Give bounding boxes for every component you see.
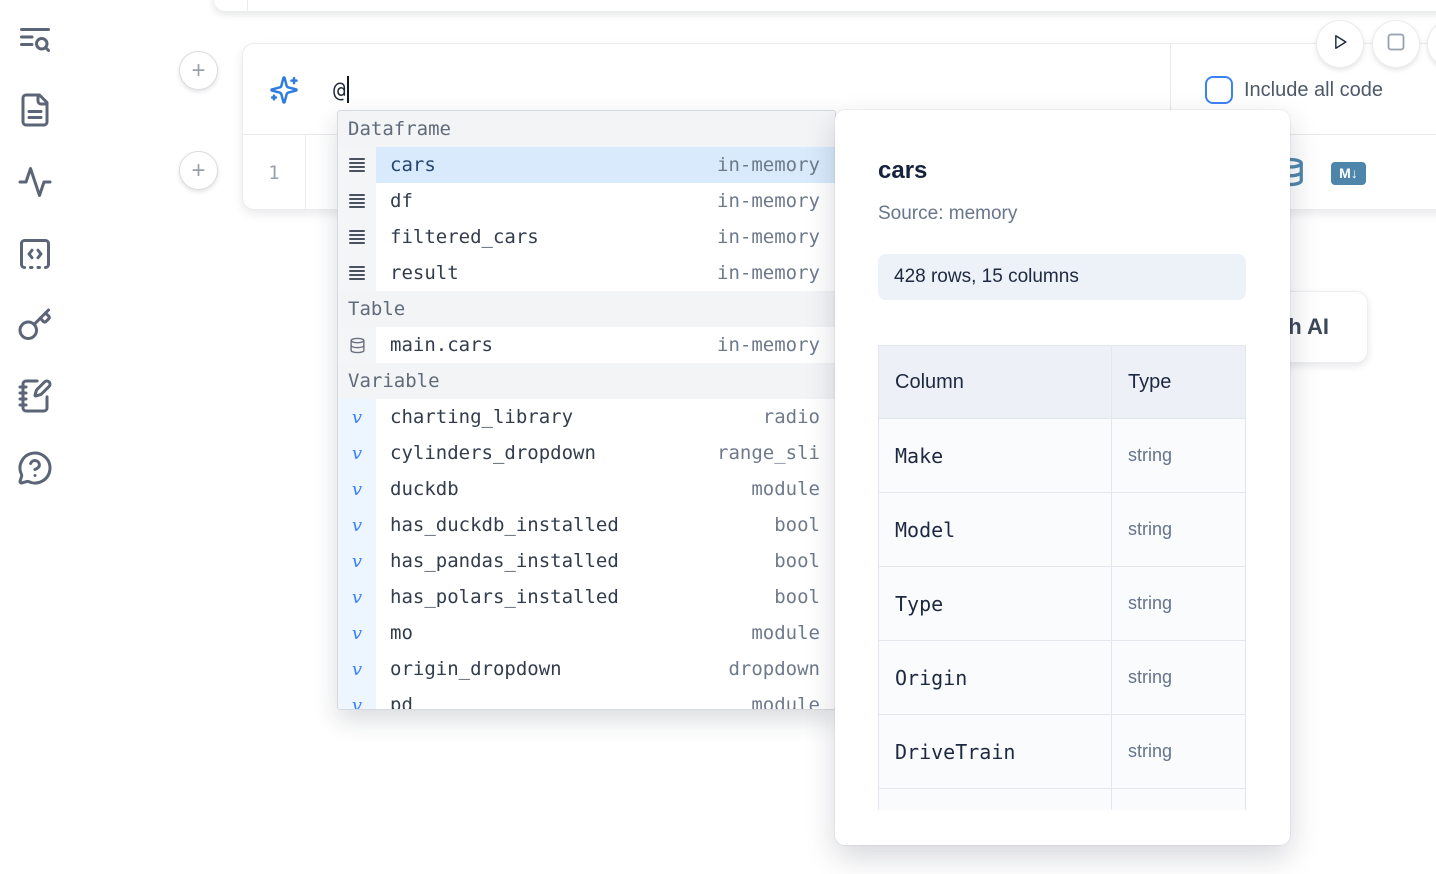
- preview-shape-badge: 428 rows, 15 columns: [878, 254, 1246, 300]
- table-row: [879, 789, 1245, 810]
- preview-title: cars: [878, 157, 928, 184]
- dataframe-rows-icon: [349, 194, 365, 208]
- variable-icon: v: [351, 622, 363, 644]
- line-number: 1: [268, 162, 280, 184]
- sidebar-item-secrets[interactable]: [17, 307, 53, 343]
- activity-icon: [17, 167, 53, 204]
- dataframe-rows-icon: [349, 158, 365, 172]
- table-database-icon: [349, 337, 366, 354]
- autocomplete-section-header: Dataframe: [338, 111, 835, 147]
- ai-prompt-input[interactable]: @: [333, 76, 349, 103]
- preview-schema-table: Column Type Make string Model string Typ…: [878, 345, 1246, 810]
- variable-icon: v: [351, 550, 363, 572]
- prompt-value: @: [333, 77, 346, 102]
- list-search-icon: [17, 28, 53, 62]
- variable-icon: v: [351, 514, 363, 536]
- variable-icon: v: [351, 586, 363, 608]
- preview-source: Source: memory: [878, 203, 1018, 224]
- previous-cell-edge: [213, 0, 1436, 12]
- sidebar-item-activity[interactable]: [17, 164, 53, 200]
- sparkles-ai-icon: [269, 75, 299, 105]
- variable-icon: v: [351, 478, 363, 500]
- type-header: Type: [1128, 370, 1172, 393]
- autocomplete-section-header: Variable: [338, 363, 835, 399]
- prompt-section-divider: [1170, 44, 1171, 134]
- variable-icon: v: [351, 406, 363, 428]
- include-all-code-label: Include all code: [1244, 78, 1383, 101]
- notebook-pen-icon: [17, 379, 53, 418]
- stop-icon: [1387, 33, 1405, 56]
- key-icon: [17, 308, 53, 347]
- add-cell-button-top[interactable]: +: [179, 51, 218, 90]
- dataframe-preview-panel: cars Source: memory 428 rows, 15 columns…: [835, 110, 1290, 845]
- previous-cell-gutter-divider: [247, 0, 248, 11]
- add-cell-button-bottom[interactable]: +: [179, 151, 218, 190]
- dataframe-rows-icon: [349, 266, 365, 280]
- variable-icon: v: [351, 442, 363, 464]
- table-row: DriveTrain string: [879, 715, 1245, 789]
- dataframe-rows-icon: [349, 230, 365, 244]
- table-row: Make string: [879, 419, 1245, 493]
- table-row: Type string: [879, 567, 1245, 641]
- table-row: Origin string: [879, 641, 1245, 715]
- sidebar-item-files[interactable]: [17, 92, 53, 128]
- line-number-gutter: 1: [243, 135, 306, 211]
- include-all-code-checkbox[interactable]: [1205, 76, 1233, 104]
- sidebar-item-scratchpad[interactable]: [17, 378, 53, 414]
- autocomplete-section-header: Table: [338, 291, 835, 327]
- code-snippets-icon: [17, 239, 53, 276]
- markdown-convert-icon[interactable]: M↓: [1331, 161, 1366, 185]
- sidebar-item-search[interactable]: [17, 22, 53, 58]
- stop-button[interactable]: [1373, 21, 1419, 67]
- variable-icon: v: [351, 694, 363, 710]
- ai-prompt-row: @ Include all code: [243, 44, 1436, 134]
- table-row: Model string: [879, 493, 1245, 567]
- sidebar-item-help[interactable]: [17, 450, 53, 486]
- text-cursor: [346, 76, 349, 103]
- sidebar-item-snippets[interactable]: [17, 236, 53, 272]
- run-cell-button[interactable]: [1317, 21, 1363, 67]
- variable-icon: v: [351, 658, 363, 680]
- help-chat-icon: [17, 451, 53, 490]
- file-text-icon: [17, 93, 53, 132]
- column-header: Column: [879, 346, 1112, 418]
- play-icon: [1330, 32, 1350, 57]
- table-header-row: Column Type: [879, 346, 1245, 419]
- config-button[interactable]: [1428, 21, 1436, 67]
